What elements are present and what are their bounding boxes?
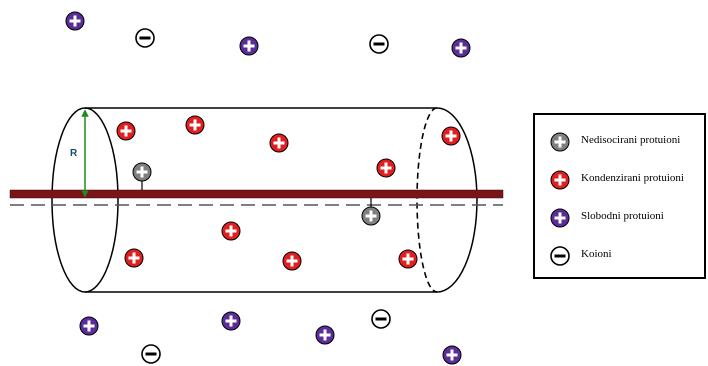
minus-coion-icon [369,34,389,54]
red-plus-ion-icon [185,115,205,135]
cylinder-left-cap [51,107,119,293]
red-plus-ion-icon [282,251,302,271]
red-plus-ion-icon [221,221,241,241]
red-plus-ion-icon [116,121,136,141]
legend-item-coion: Koioni [535,245,704,267]
purple-plus-ion-icon [451,38,471,58]
legend: Nedisocirani protuioni Kondenzirani prot… [533,113,706,279]
gray-plus-ion-icon [361,206,381,226]
legend-item-red: Kondenzirani protuioni [535,169,704,191]
cylinder-right-cap-front [436,107,478,293]
minus-coion-icon [371,309,391,329]
minus-coion-icon [141,344,161,364]
red-plus-ion-icon [550,170,570,190]
legend-label: Kondenzirani protuioni [581,172,684,184]
purple-plus-ion-icon [79,316,99,336]
red-plus-ion-icon [376,158,396,178]
purple-plus-ion-icon [315,325,335,345]
cylinder [51,107,478,293]
legend-item-purple: Slobodni protuioni [535,207,704,229]
red-plus-ion-icon [124,248,144,268]
gray-plus-ion-icon [132,162,152,182]
purple-plus-ion-icon [65,11,85,31]
purple-plus-ion-icon [221,311,241,331]
red-plus-ion-icon [269,133,289,153]
red-plus-ion-icon [441,126,461,146]
minus-coion-icon [550,246,570,266]
radius-label: R [70,148,78,159]
red-plus-ion-icon [398,249,418,269]
legend-label: Nedisocirani protuioni [581,134,681,146]
legend-item-gray: Nedisocirani protuioni [535,131,704,153]
ions-layer [65,11,471,365]
minus-coion-icon [135,28,155,48]
polyion-rod [9,189,504,199]
purple-plus-ion-icon [239,36,259,56]
legend-label: Koioni [581,248,612,260]
purple-plus-ion-icon [550,208,570,228]
purple-plus-ion-icon [442,345,462,365]
cylinder-right-cap-back [416,107,438,293]
gray-plus-ion-icon [550,132,570,152]
legend-label: Slobodni protuioni [581,210,664,222]
